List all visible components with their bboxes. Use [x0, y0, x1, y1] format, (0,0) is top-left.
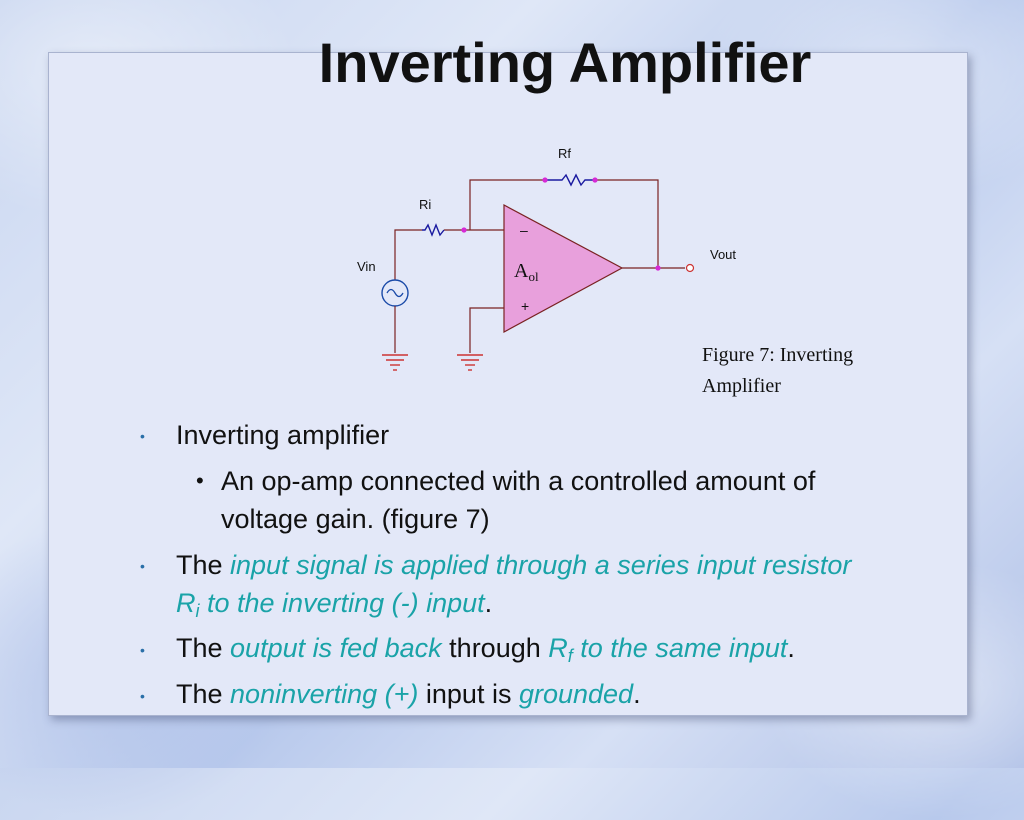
- bullet-input-signal: The input signal is applied through a se…: [176, 546, 851, 584]
- noninverting-ground-wire: [469, 307, 504, 353]
- opamp-plus-label: +: [521, 298, 529, 314]
- bullet-marker: •: [140, 642, 145, 658]
- text: The: [176, 633, 231, 663]
- slide-title: Inverting Amplifier: [318, 31, 812, 94]
- bullet-marker: •: [140, 688, 145, 704]
- highlight-text: input signal is applied through a series…: [230, 550, 852, 580]
- rf-resistor: [545, 173, 595, 187]
- output-node: [655, 265, 661, 271]
- opamp-minus-label: –: [520, 222, 528, 238]
- highlight-text: noninverting (+): [230, 679, 419, 709]
- sub-bullet-line2: voltage gain. (figure 7): [221, 504, 490, 534]
- bullet-marker: •: [140, 558, 145, 574]
- ri-resistor: [422, 223, 445, 237]
- bullet-output-feedback: The output is fed back through Rf to the…: [176, 629, 795, 675]
- input-path: [394, 229, 504, 280]
- ri-label: Ri: [419, 197, 431, 212]
- ri-node: [461, 227, 467, 233]
- text: .: [787, 633, 795, 663]
- text: .: [633, 679, 641, 709]
- text: The: [176, 679, 231, 709]
- highlight-text: Rf to the same input: [548, 633, 788, 666]
- text: The: [176, 550, 231, 580]
- bullet-noninverting-grounded: The noninverting (+) input is grounded.: [176, 675, 641, 713]
- opamp-triangle: [503, 203, 624, 334]
- slide-content-panel: [48, 52, 968, 716]
- opamp-gain-label: Aol: [514, 260, 539, 284]
- inverting-amplifier-circuit: Rf Ri Vin – + Aol Vout: [357, 146, 736, 371]
- ground-icon: [382, 354, 408, 371]
- sub-bullet-marker: •: [196, 468, 204, 493]
- rf-label: Rf: [558, 146, 571, 161]
- highlight-text: grounded: [518, 679, 634, 709]
- bullet-marker: •: [140, 428, 145, 444]
- bullet-inverting-amplifier: Inverting amplifier: [176, 420, 390, 450]
- bullet-input-signal-line2: Ri to the inverting (-) input.: [176, 584, 492, 630]
- ac-source-wave: [386, 288, 404, 298]
- figure-caption: Figure 7: Inverting Amplifier: [702, 344, 854, 397]
- output-terminal: [685, 263, 695, 273]
- highlight-text: output is fed back: [230, 633, 442, 663]
- feedback-path: [469, 179, 659, 268]
- vin-label: Vin: [357, 259, 376, 274]
- highlight-text: Ri to the inverting (-) input: [176, 588, 485, 621]
- rf-node-right: [592, 177, 598, 183]
- sub-bullet-line1: An op-amp connected with a controlled am…: [221, 466, 816, 496]
- ground-icon: [457, 354, 483, 371]
- rf-node-left: [542, 177, 548, 183]
- text: through: [441, 633, 549, 663]
- text: input is: [418, 679, 519, 709]
- vout-label: Vout: [710, 247, 736, 262]
- text: .: [484, 588, 493, 618]
